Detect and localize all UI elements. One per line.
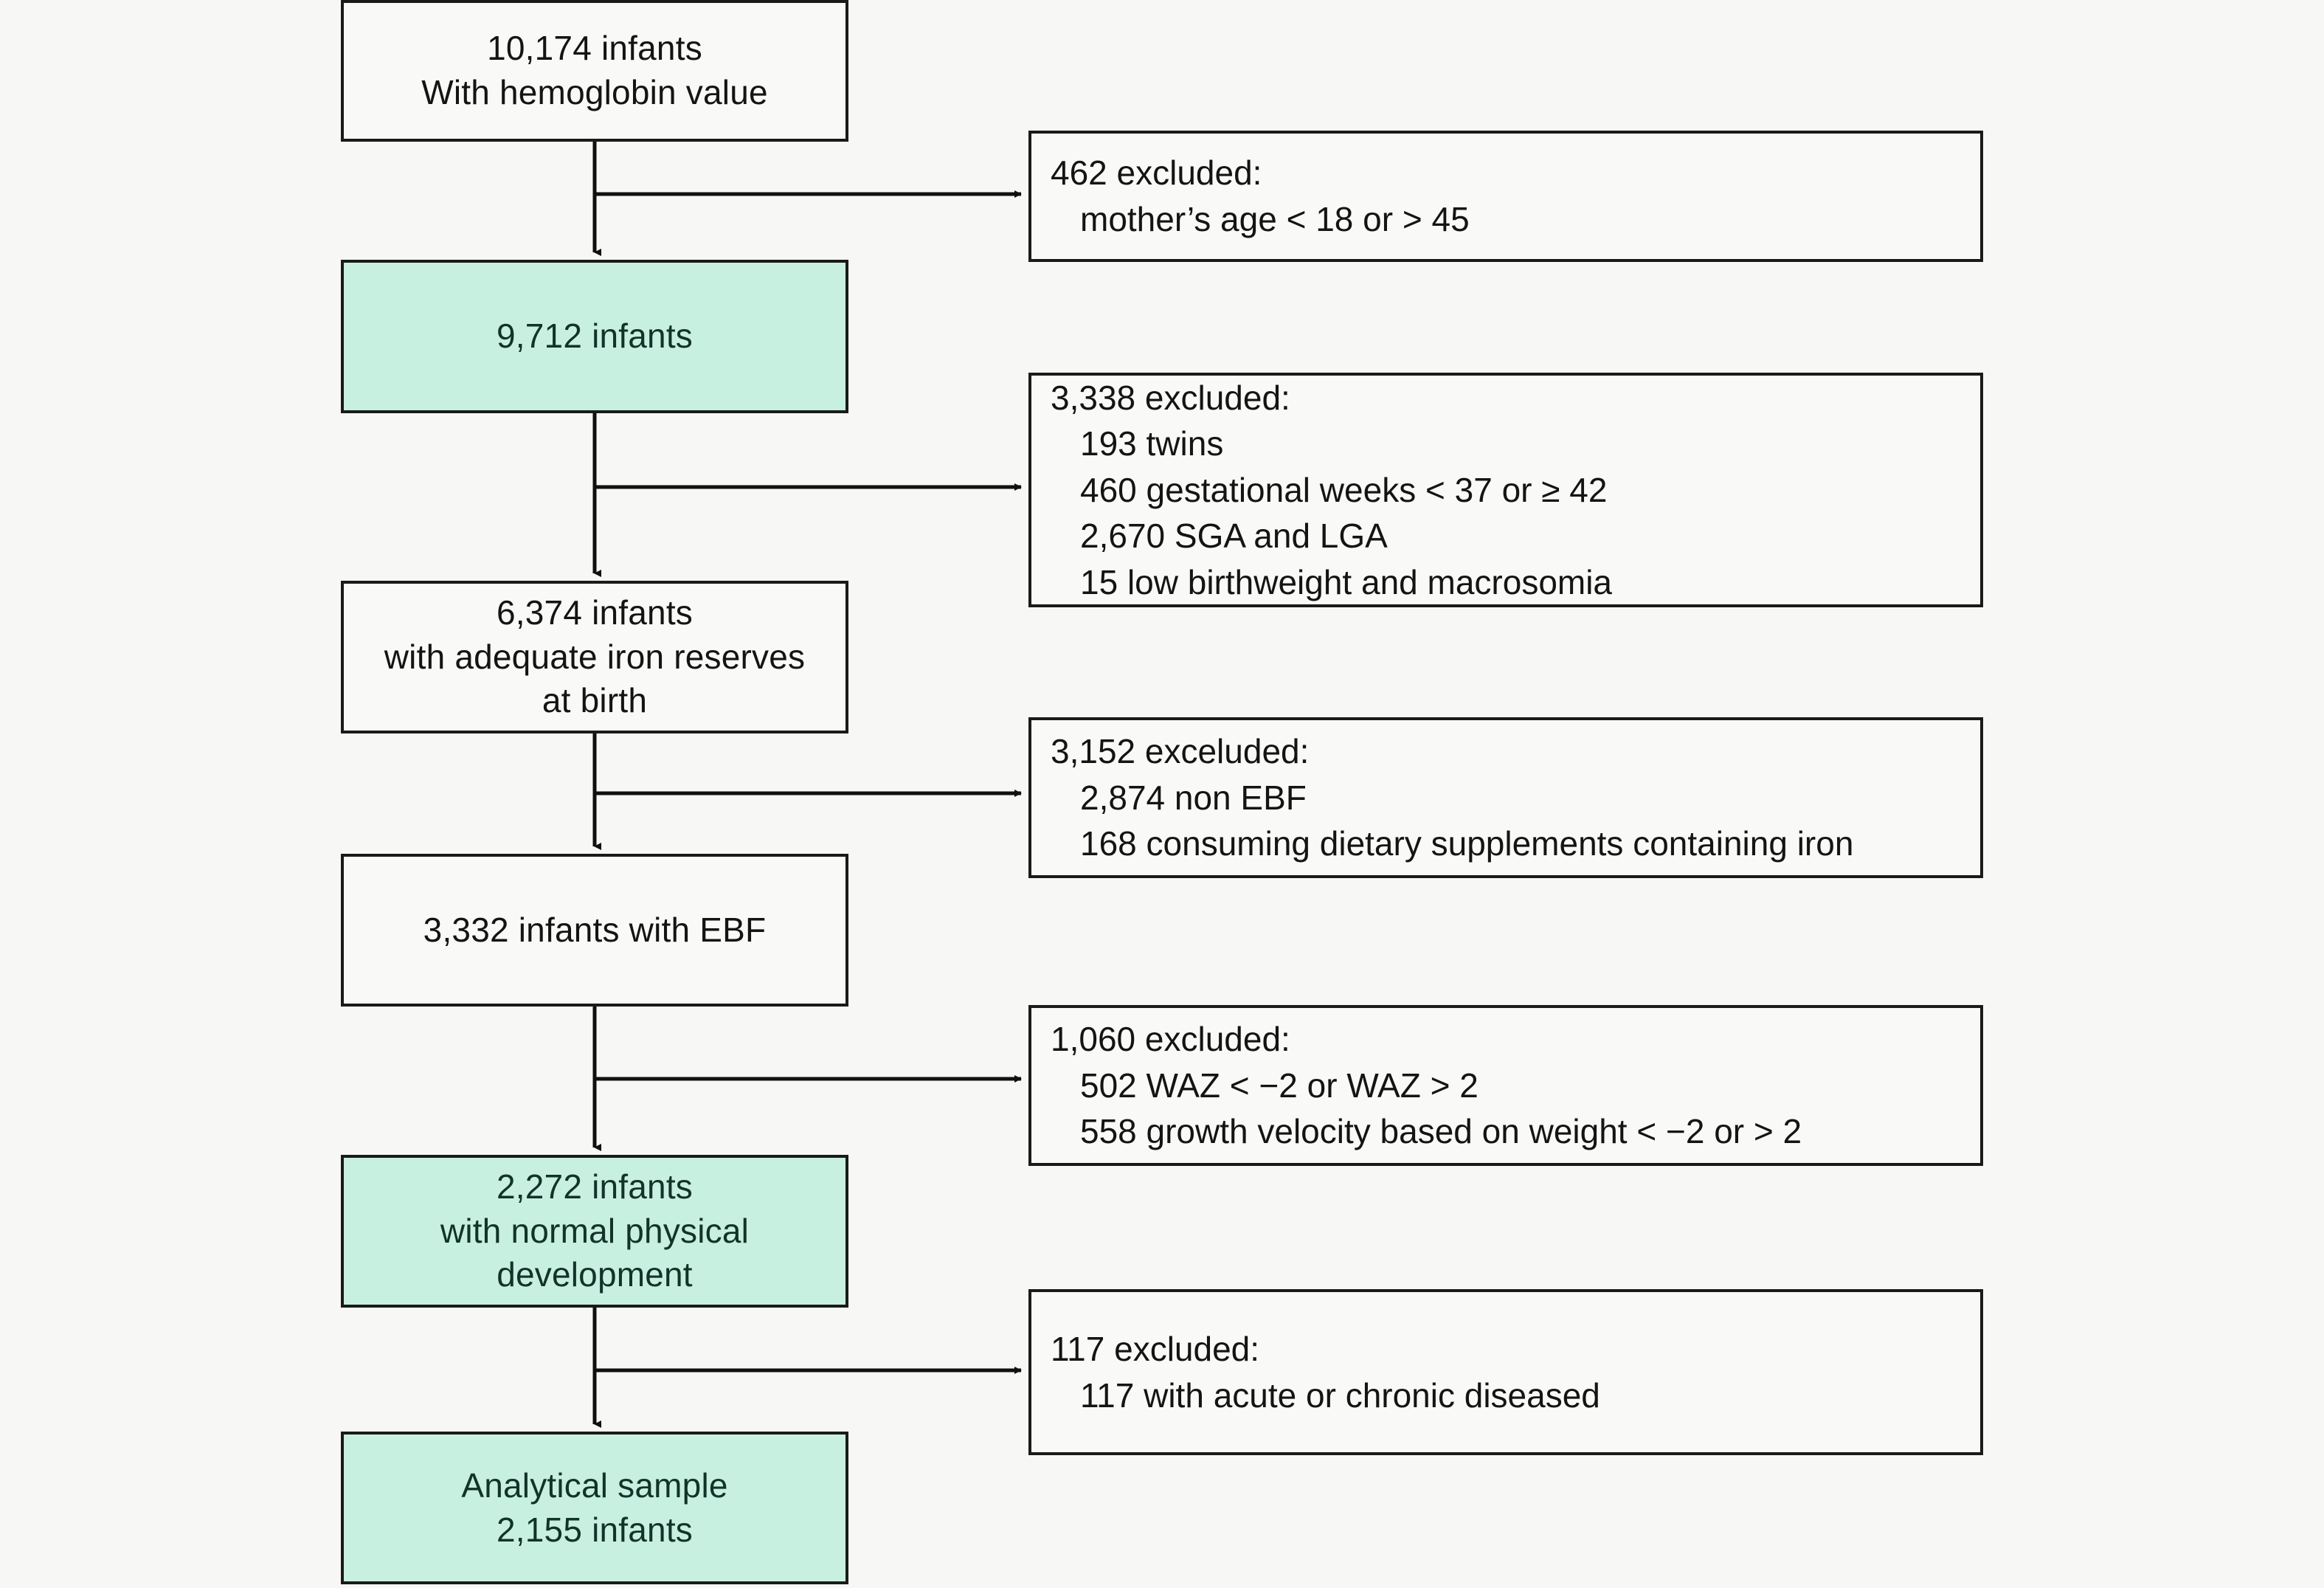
flow-node-line: With hemoglobin value [421, 73, 768, 111]
exclusion-node-5: 117 excluded: 117 with acute or chronic d… [1028, 1289, 1983, 1455]
exclusion-item: 117 with acute or chronic diseased [1080, 1375, 1600, 1415]
exclusion-item: 193 twins [1080, 424, 1224, 463]
exclusion-node-label: 117 excluded: 117 with acute or chronic d… [1031, 1326, 1980, 1418]
flow-node-label: 6,374 infants with adequate iron reserves… [344, 591, 845, 723]
exclusion-node-3: 3,152 exceluded: 2,874 non EBF 168 consumi… [1028, 717, 1983, 878]
flow-node-line: 2,155 infants [496, 1510, 694, 1549]
flow-node-3: 6,374 infants with adequate iron reserves… [341, 581, 848, 733]
exclusion-item: 15 low birthweight and macrosomia [1080, 562, 1613, 601]
exclusion-heading: 1,060 excluded: [1051, 1020, 1290, 1059]
exclusion-item: 460 gestational weeks < 37 or ≥ 42 [1080, 470, 1608, 509]
exclusion-item: mother’s age < 18 or > 45 [1080, 200, 1470, 238]
exclusion-item: 2,670 SGA and LGA [1080, 517, 1388, 556]
exclusion-node-label: 3,152 exceluded: 2,874 non EBF 168 consumi… [1031, 728, 1980, 867]
exclusion-node-1: 462 excluded: mother’s age < 18 or > 45 [1028, 131, 1983, 262]
flow-node-label: 2,272 infants with normal physical develop… [344, 1165, 845, 1297]
flow-node-6: Analytical sample 2,155 infants [341, 1432, 848, 1584]
exclusion-node-label: 1,060 excluded: 502 WAZ < −2 or WAZ > 2 55… [1031, 1016, 1980, 1155]
flow-node-line: with normal physical [440, 1211, 750, 1250]
flow-node-line: at birth [542, 681, 648, 720]
flow-node-line: 6,374 infants [496, 593, 694, 632]
exclusion-heading: 117 excluded: [1051, 1329, 1260, 1368]
flow-node-label: 3,332 infants with EBF [344, 908, 845, 953]
flow-node-line: with adequate iron reserves [384, 637, 806, 676]
flow-node-label: 9,712 infants [344, 314, 845, 359]
exclusion-item: 168 consuming dietary supplements contai… [1080, 824, 1854, 863]
flow-node-4: 3,332 infants with EBF [341, 854, 848, 1007]
flow-node-2: 9,712 infants [341, 260, 848, 413]
flow-node-label: Analytical sample 2,155 infants [344, 1464, 845, 1553]
exclusion-heading: 3,338 excluded: [1051, 378, 1290, 417]
flow-node-line: development [497, 1255, 693, 1294]
flow-node-line: 10,174 infants [487, 29, 702, 68]
exclusion-heading: 462 excluded: [1051, 153, 1262, 193]
flow-node-line: Analytical sample [461, 1466, 728, 1505]
exclusion-node-2: 3,338 excluded: 193 twins 460 gestational … [1028, 373, 1983, 607]
exclusion-node-label: 462 excluded: mother’s age < 18 or > 45 [1031, 150, 1980, 242]
flow-node-line: 3,332 infants with EBF [423, 910, 767, 949]
exclusion-node-4: 1,060 excluded: 502 WAZ < −2 or WAZ > 2 55… [1028, 1005, 1983, 1166]
flow-node-line: 2,272 infants [496, 1167, 694, 1206]
exclusion-node-label: 3,338 excluded: 193 twins 460 gestational … [1031, 375, 1980, 606]
exclusion-heading: 3,152 exceluded: [1051, 732, 1310, 771]
exclusion-item: 502 WAZ < −2 or WAZ > 2 [1080, 1066, 1479, 1105]
exclusion-item: 2,874 non EBF [1080, 778, 1307, 817]
flow-node-line: 9,712 infants [496, 317, 694, 356]
flow-node-5: 2,272 infants with normal physical develop… [341, 1155, 848, 1308]
exclusion-item: 558 growth velocity based on weight < −2… [1080, 1112, 1802, 1151]
